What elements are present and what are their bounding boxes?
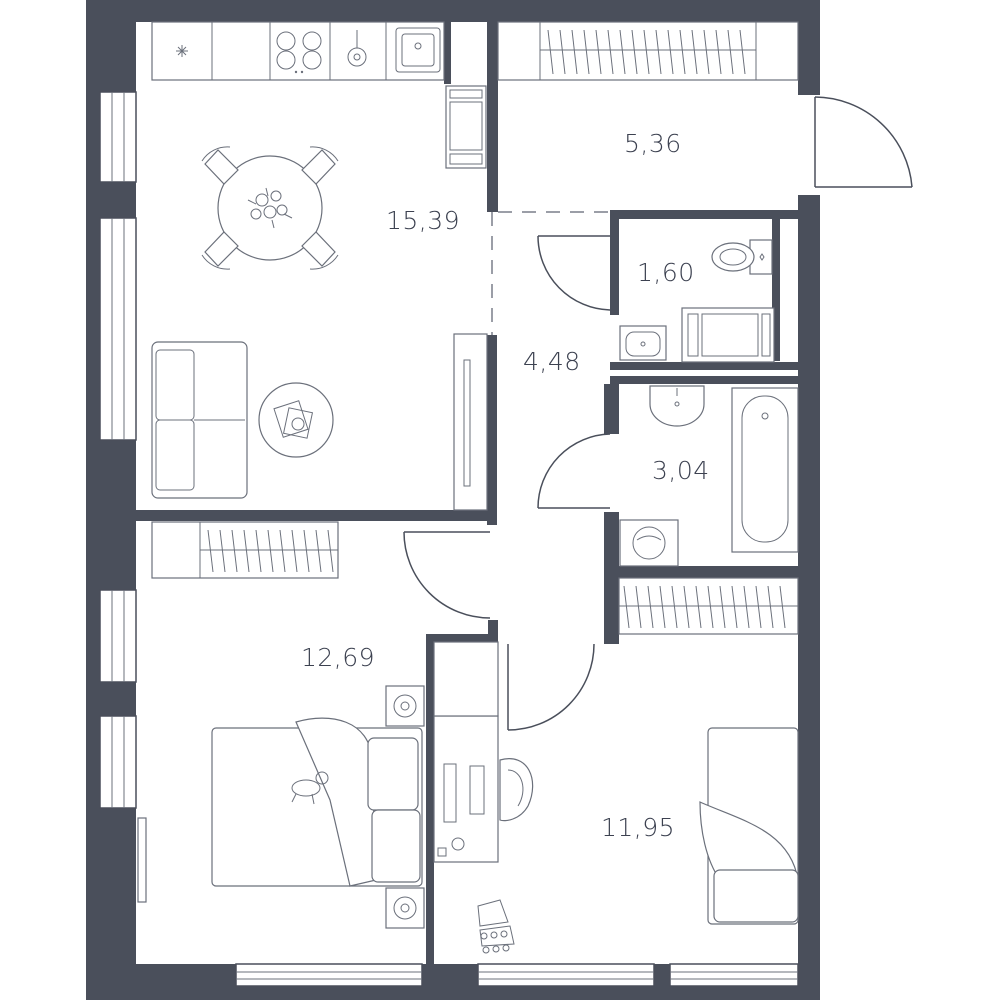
hanger-line — [659, 585, 666, 629]
hanger-line — [303, 529, 310, 573]
doors — [403, 96, 913, 731]
mirror-icon — [137, 817, 147, 903]
wardrobe-icon — [151, 521, 339, 579]
hanger-line — [547, 29, 554, 75]
hanger-line — [739, 29, 746, 75]
hanger-line — [695, 585, 702, 629]
area-label-bathroom: 3,04 — [652, 456, 710, 485]
area-label-bedroom-right: 11,95 — [601, 813, 675, 842]
hanger-line — [743, 585, 750, 629]
hanger-line — [619, 29, 626, 75]
hanger-line — [255, 529, 262, 573]
bath-sink-icon — [649, 385, 705, 427]
sofa-icon — [151, 341, 248, 499]
skates-icon — [477, 899, 515, 954]
area-label-entry: 5,36 — [624, 129, 682, 158]
hanger-line — [767, 585, 774, 629]
kitchen-counter — [151, 21, 445, 81]
desk-icon — [433, 715, 499, 863]
hanger-line — [671, 585, 678, 629]
hanger-line — [679, 29, 686, 75]
hanger-line — [291, 529, 298, 573]
dining-table-icon — [201, 146, 339, 270]
hanger-line — [719, 585, 726, 629]
hanger-line — [207, 529, 214, 573]
nightstand-icon — [385, 887, 425, 929]
hanger-line — [231, 529, 238, 573]
hanger-line — [715, 29, 722, 75]
area-label-hall: 4,48 — [523, 347, 581, 376]
wardrobe-icon — [497, 21, 799, 81]
desk-chair-icon — [499, 758, 534, 822]
hanger-line — [595, 29, 602, 75]
hanger-line — [691, 29, 698, 75]
hanger-line — [683, 585, 690, 629]
hanger-line — [631, 29, 638, 75]
faucet-icon — [347, 30, 367, 67]
hanger-line — [279, 529, 286, 573]
wardrobe-icon — [618, 577, 799, 635]
toilet-icon — [711, 239, 773, 275]
area-label-wc: 1,60 — [637, 258, 695, 287]
hanger-line — [667, 29, 674, 75]
hanger-line — [731, 585, 738, 629]
area-label-kitchen-living: 15,39 — [386, 206, 460, 235]
hanger-line — [703, 29, 710, 75]
hanger-line — [219, 529, 226, 573]
wc-sink-icon — [619, 325, 667, 361]
windows — [86, 91, 799, 987]
hanger-line — [727, 29, 734, 75]
hanger-line — [559, 29, 566, 75]
bathtub-icon — [731, 387, 799, 553]
fan-icon — [176, 45, 188, 57]
fridge-icon — [445, 85, 487, 169]
hanger-line — [647, 585, 654, 629]
sink-icon — [395, 27, 441, 73]
hanger-line — [707, 585, 714, 629]
hanger-line — [755, 585, 762, 629]
hanger-line — [327, 529, 334, 573]
hanger-line — [779, 585, 786, 629]
hanger-line — [583, 29, 590, 75]
bed-icon — [699, 727, 799, 925]
bed-icon — [211, 717, 423, 887]
hanger-line — [571, 29, 578, 75]
boiler-icon — [681, 307, 775, 363]
hanger-line — [655, 29, 662, 75]
area-label-bedroom-left: 12,69 — [301, 643, 375, 672]
bookshelf-icon — [433, 641, 499, 717]
hanger-line — [623, 585, 630, 629]
hanger-line — [315, 529, 322, 573]
cooktop-icon — [276, 31, 322, 74]
hanger-line — [607, 29, 614, 75]
hanger-line — [243, 529, 250, 573]
washing-machine-icon — [619, 519, 679, 567]
hanger-line — [635, 585, 642, 629]
tv-unit-icon — [453, 333, 488, 511]
hanger-line — [643, 29, 650, 75]
hanger-line — [267, 529, 274, 573]
nightstand-icon — [385, 685, 425, 727]
coffee-table-icon — [258, 382, 334, 458]
